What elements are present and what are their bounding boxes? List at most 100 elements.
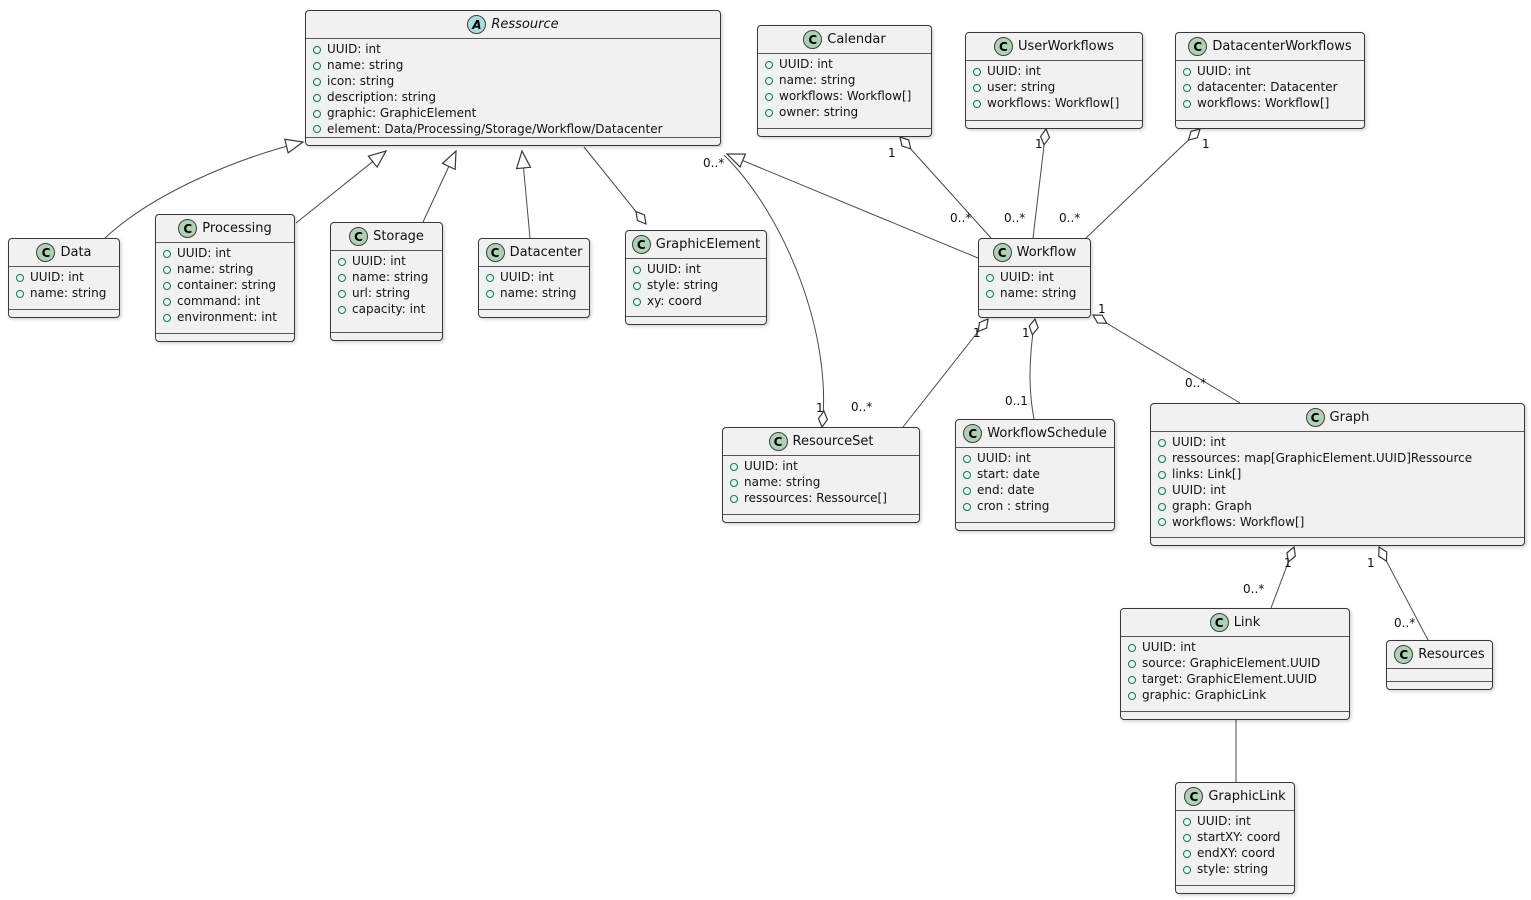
field-visibility-icon <box>963 454 971 463</box>
class-name: Calendar <box>827 32 886 47</box>
edge-graphicelement-ressource <box>583 146 646 224</box>
class-methods-compartment <box>626 317 766 324</box>
class-spot-icon: C <box>1184 787 1204 806</box>
class-methods-compartment <box>156 334 294 341</box>
field-visibility-icon <box>163 281 171 290</box>
field-visibility-icon <box>1183 67 1191 76</box>
attribute-text: element: Data/Processing/Storage/Workflo… <box>327 121 663 136</box>
multiplicity-label: 0..* <box>703 156 725 170</box>
class-attribute: name: string <box>16 286 112 302</box>
field-visibility-icon <box>16 273 24 282</box>
class-attribute: name: string <box>338 270 435 286</box>
class-attribute: UUID: int <box>1158 435 1517 451</box>
class-attribute: xy: coord <box>633 294 759 310</box>
class-spot-icon: C <box>768 432 788 451</box>
multiplicity-label: 0..* <box>1004 211 1026 225</box>
field-visibility-icon <box>1128 659 1136 668</box>
class-attribute: workflows: Workflow[] <box>973 96 1135 112</box>
field-visibility-icon <box>765 92 773 101</box>
class-spot-icon: C <box>178 219 198 238</box>
class-attribute: name: string <box>986 286 1083 302</box>
field-visibility-icon <box>1183 817 1191 826</box>
attribute-text: source: GraphicElement.UUID <box>1142 655 1321 670</box>
field-visibility-icon <box>1183 849 1191 858</box>
field-visibility-icon <box>633 281 641 290</box>
class-spot-icon: C <box>993 37 1013 56</box>
class-spot-icon: C <box>349 227 369 246</box>
class-methods-compartment <box>331 333 442 340</box>
attribute-text: owner: string <box>779 104 859 119</box>
class-name: WorkflowSchedule <box>987 426 1107 441</box>
class-attribute: name: string <box>730 475 912 491</box>
class-methods-compartment <box>1176 121 1364 128</box>
attribute-text: UUID: int <box>744 459 798 473</box>
edge-workflow-resourceset <box>902 319 988 428</box>
attribute-text: startXY: coord <box>1197 829 1281 844</box>
attribute-text: UUID: int <box>177 246 231 260</box>
class-methods-compartment <box>723 515 919 522</box>
class-attribute: description: string <box>313 90 713 106</box>
multiplicity-label: 1 <box>973 326 981 340</box>
class-methods-compartment <box>1176 886 1294 893</box>
multiplicity-label: 1 <box>1202 137 1210 151</box>
field-visibility-icon <box>1183 833 1191 842</box>
field-visibility-icon <box>973 99 981 108</box>
edge-processing-ressource <box>295 150 388 224</box>
multiplicity-label: 1 <box>1035 137 1043 151</box>
class-name: Workflow <box>1016 245 1077 260</box>
class-methods-compartment <box>306 138 720 145</box>
attribute-text: workflows: Workflow[] <box>779 88 912 103</box>
class-spot-icon: C <box>36 243 56 262</box>
attribute-text: name: string <box>500 285 577 300</box>
field-visibility-icon <box>338 257 346 266</box>
edge-data-ressource <box>104 138 305 239</box>
class-attribute: UUID: int <box>1158 483 1517 499</box>
attribute-text: links: Link[] <box>1172 466 1242 481</box>
field-visibility-icon <box>338 289 346 298</box>
class-attribute: UUID: int <box>986 270 1083 286</box>
attribute-text: endXY: coord <box>1197 845 1276 860</box>
field-visibility-icon <box>163 313 171 322</box>
attribute-text: UUID: int <box>1197 64 1251 78</box>
class-attribute: environment: int <box>163 310 287 326</box>
class-attribute: user: string <box>973 80 1135 96</box>
field-visibility-icon <box>486 289 494 298</box>
field-visibility-icon <box>1128 643 1136 652</box>
class-attribute: UUID: int <box>313 42 713 58</box>
class-methods-compartment <box>956 523 1114 530</box>
attribute-text: UUID: int <box>352 254 406 268</box>
class-attribute: startXY: coord <box>1183 830 1287 846</box>
field-visibility-icon <box>1158 486 1166 495</box>
field-visibility-icon <box>730 494 738 503</box>
class-attribute: style: string <box>1183 862 1287 878</box>
multiplicity-label: 1 <box>816 401 824 415</box>
class-attribute: icon: string <box>313 74 713 90</box>
class-spot-icon: C <box>1394 645 1414 664</box>
attribute-text: command: int <box>177 293 261 308</box>
class-spot-icon: C <box>631 235 651 254</box>
multiplicity-label: 1 <box>1367 556 1375 570</box>
field-visibility-icon <box>313 109 321 118</box>
class-attribute: command: int <box>163 294 287 310</box>
class-attribute: workflows: Workflow[] <box>765 89 924 105</box>
class-attribute: capacity: int <box>338 302 435 318</box>
class-name: Link <box>1233 615 1261 630</box>
class-methods-compartment <box>979 310 1090 317</box>
attribute-text: UUID: int <box>977 451 1031 465</box>
